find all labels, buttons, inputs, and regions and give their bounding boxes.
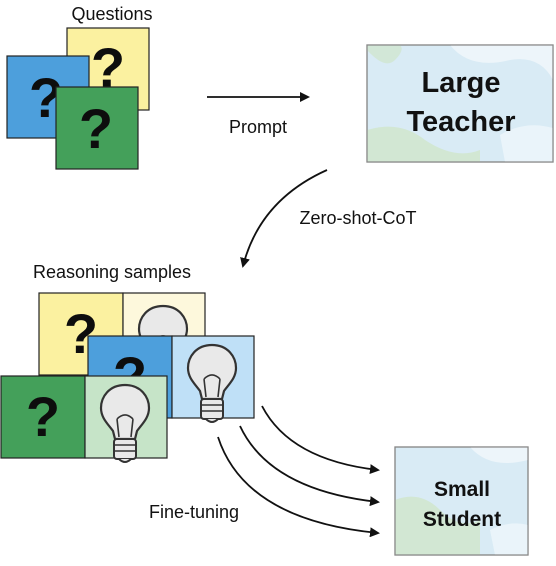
zero-shot-cot-label: Zero-shot-CoT: [299, 208, 416, 228]
fine-tuning-arrow-3: [217, 436, 380, 538]
fine-tuning-arrow-1: [261, 405, 380, 475]
question-mark-icon: ?: [79, 97, 113, 160]
teacher-line1: Large: [422, 67, 501, 99]
student-line2: Student: [423, 508, 501, 531]
question-mark-icon: ?: [26, 385, 60, 448]
small-student-box: Small Student: [394, 446, 529, 556]
reasoning-samples-label: Reasoning samples: [33, 262, 191, 282]
zero-shot-cot-arrow: [240, 169, 328, 268]
fine-tuning-arrow-2: [239, 425, 380, 507]
fine-tuning-label: Fine-tuning: [149, 502, 239, 522]
prompt-label: Prompt: [229, 117, 287, 137]
question-card-green: ?: [55, 86, 139, 170]
large-teacher-box: Large Teacher: [366, 44, 554, 163]
teacher-line2: Teacher: [406, 106, 515, 138]
sample-card-green-bulb: [84, 375, 168, 464]
questions-label: Questions: [71, 4, 152, 24]
student-line1: Small: [434, 478, 490, 501]
sample-card-green-question: ?: [0, 375, 86, 459]
sample-card-blue-bulb: [171, 335, 255, 424]
